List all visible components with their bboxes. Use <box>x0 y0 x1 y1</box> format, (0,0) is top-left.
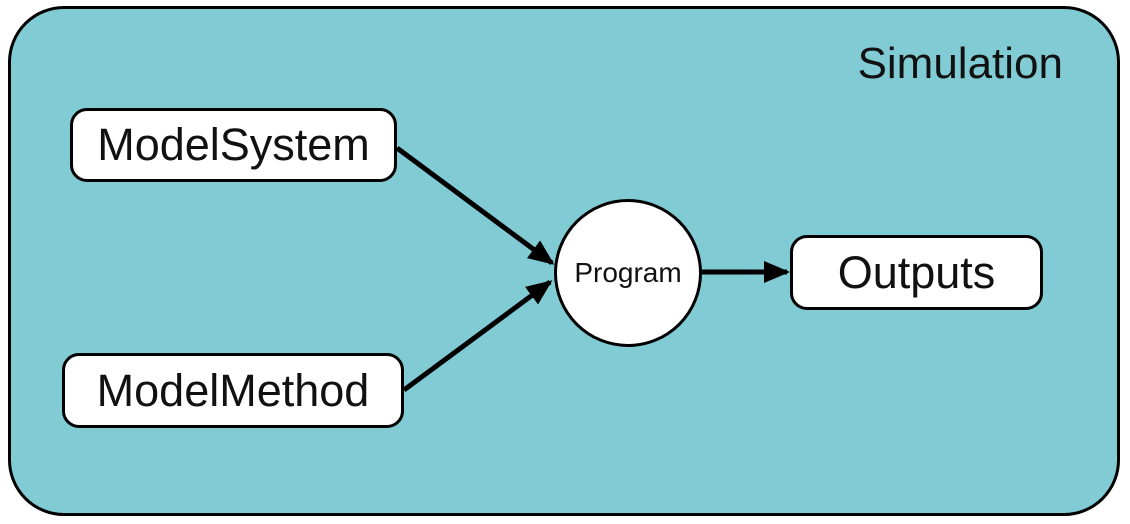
node-model-system-label: ModelSystem <box>97 119 370 170</box>
node-outputs: Outputs <box>790 235 1043 310</box>
node-model-method: ModelMethod <box>62 353 404 428</box>
node-model-method-label: ModelMethod <box>96 364 370 416</box>
node-program-label: Program <box>574 257 682 288</box>
node-model-system: ModelSystem <box>70 108 397 182</box>
node-program: Program <box>554 199 702 347</box>
node-outputs-label: Outputs <box>837 246 996 298</box>
container-title: Simulation <box>857 39 1063 88</box>
